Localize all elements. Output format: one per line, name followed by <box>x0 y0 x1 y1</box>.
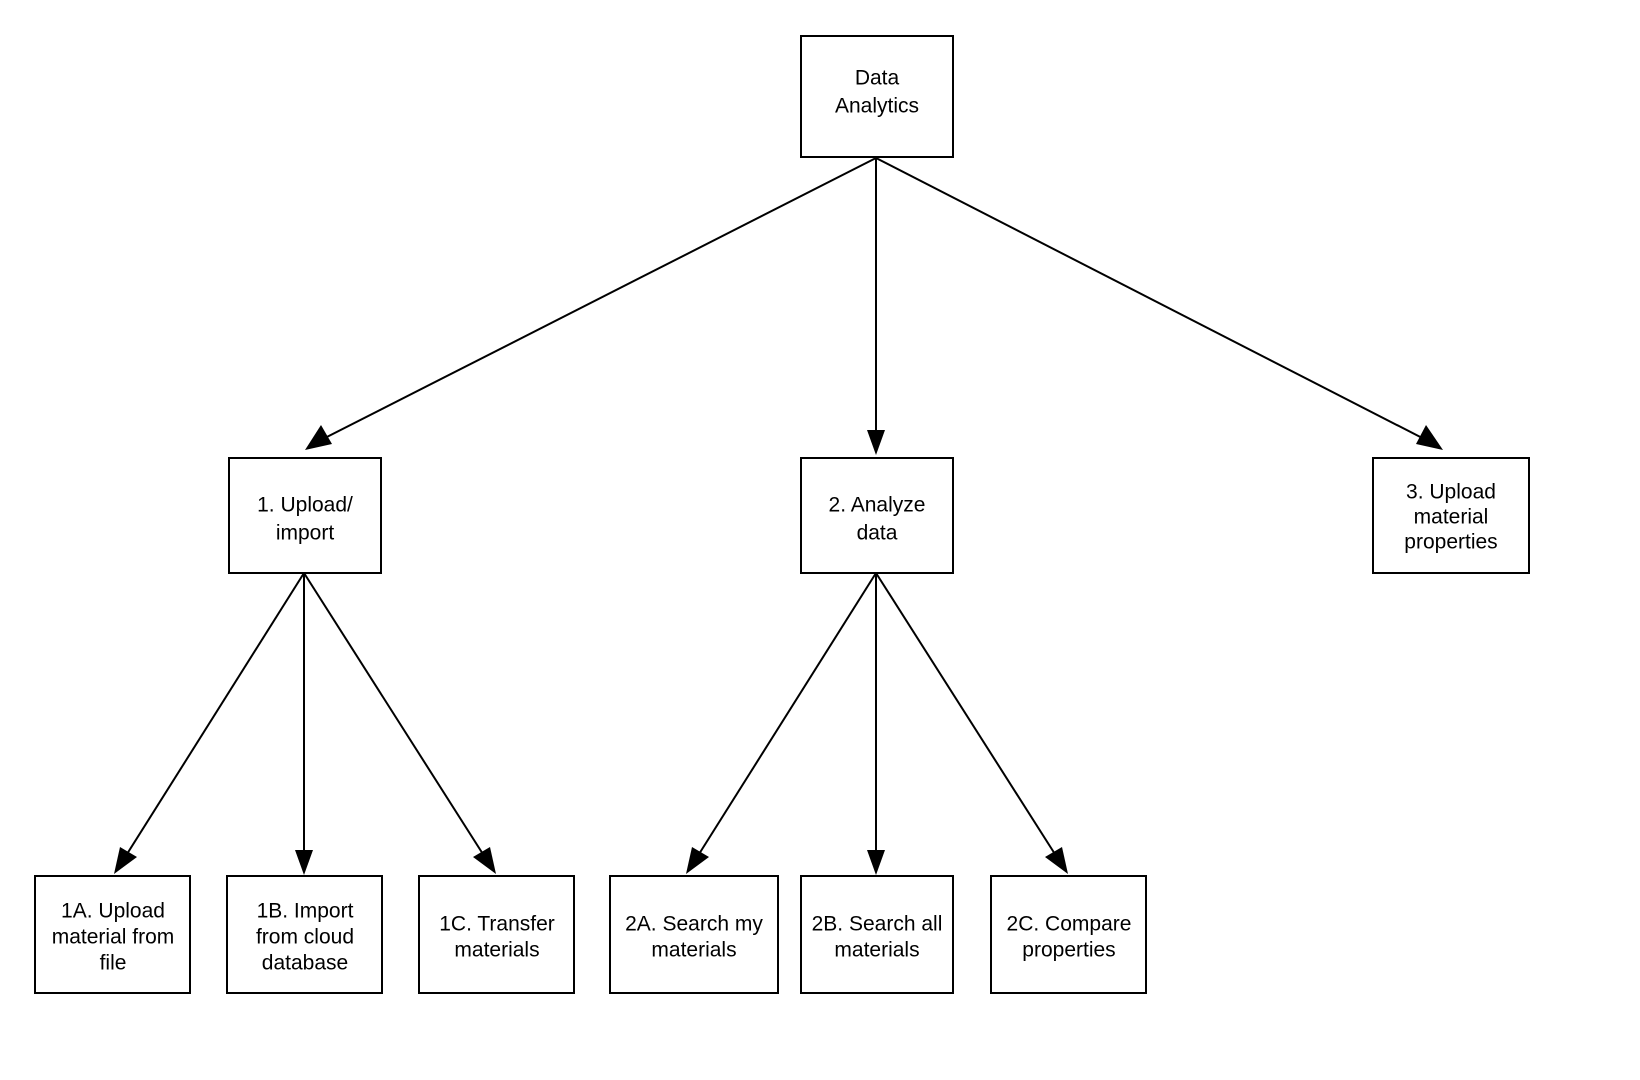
edge-1-to-1C <box>303 572 496 874</box>
edge-1-to-1A <box>114 572 305 874</box>
node-1C-label-line-1: 1C. Transfer <box>439 913 555 936</box>
edge-root-to-3 <box>875 157 1443 450</box>
node-2C-label-line-2: properties <box>1022 939 1115 962</box>
node-3-label-line-1: 3. Upload <box>1406 481 1496 504</box>
node-data-analytics-line-1: Data <box>855 67 900 90</box>
node-1-upload-import[interactable]: 1. Upload/ import <box>228 457 382 574</box>
node-2B-label-line-2: materials <box>834 939 919 962</box>
node-3-upload-material-properties[interactable]: 3. Upload material properties <box>1372 457 1530 574</box>
node-1A-label-line-3: file <box>100 952 127 975</box>
node-1B-label-line-3: database <box>262 952 348 975</box>
edge-1-to-1B <box>295 573 313 875</box>
node-1-label-line-1: 1. Upload/ <box>257 494 353 517</box>
node-2A-label-line-2: materials <box>651 939 736 962</box>
node-1A-label-line-1: 1A. Upload <box>61 900 165 923</box>
node-1-label-line-2: import <box>276 522 335 545</box>
node-2-label-line-2: data <box>857 522 898 545</box>
node-2C-compare-properties[interactable]: 2C. Compare properties <box>990 875 1147 994</box>
node-1C-transfer-materials[interactable]: 1C. Transfer materials <box>418 875 575 994</box>
node-1A-label-line-2: material from <box>52 926 175 949</box>
edge-root-to-1 <box>305 157 877 450</box>
edge-2-to-2A <box>686 572 877 874</box>
node-2A-label-line-1: 2A. Search my <box>625 913 763 936</box>
node-data-analytics-line-2: Analytics <box>835 95 919 118</box>
edge-root-to-2 <box>867 158 885 455</box>
node-2-analyze-data[interactable]: 2. Analyze data <box>800 457 954 574</box>
node-1B-import-from-cloud-database[interactable]: 1B. Import from cloud database <box>226 875 383 994</box>
node-3-label-line-2: material <box>1414 506 1489 529</box>
node-1C-label-line-2: materials <box>454 939 539 962</box>
node-2B-search-all-materials[interactable]: 2B. Search all materials <box>800 875 954 994</box>
node-1B-label-line-2: from cloud <box>256 926 354 949</box>
edge-2-to-2B <box>867 573 885 875</box>
node-2A-search-my-materials[interactable]: 2A. Search my materials <box>609 875 779 994</box>
node-3-label-line-3: properties <box>1404 531 1497 554</box>
node-1B-label-line-1: 1B. Import <box>257 900 354 923</box>
edge-2-to-2C <box>875 572 1068 874</box>
node-data-analytics[interactable]: Data Analytics <box>800 35 954 158</box>
node-1A-upload-material-from-file[interactable]: 1A. Upload material from file <box>34 875 191 994</box>
node-2C-label-line-1: 2C. Compare <box>1007 913 1132 936</box>
node-2B-label-line-1: 2B. Search all <box>812 913 943 936</box>
node-2-label-line-1: 2. Analyze <box>829 494 926 517</box>
